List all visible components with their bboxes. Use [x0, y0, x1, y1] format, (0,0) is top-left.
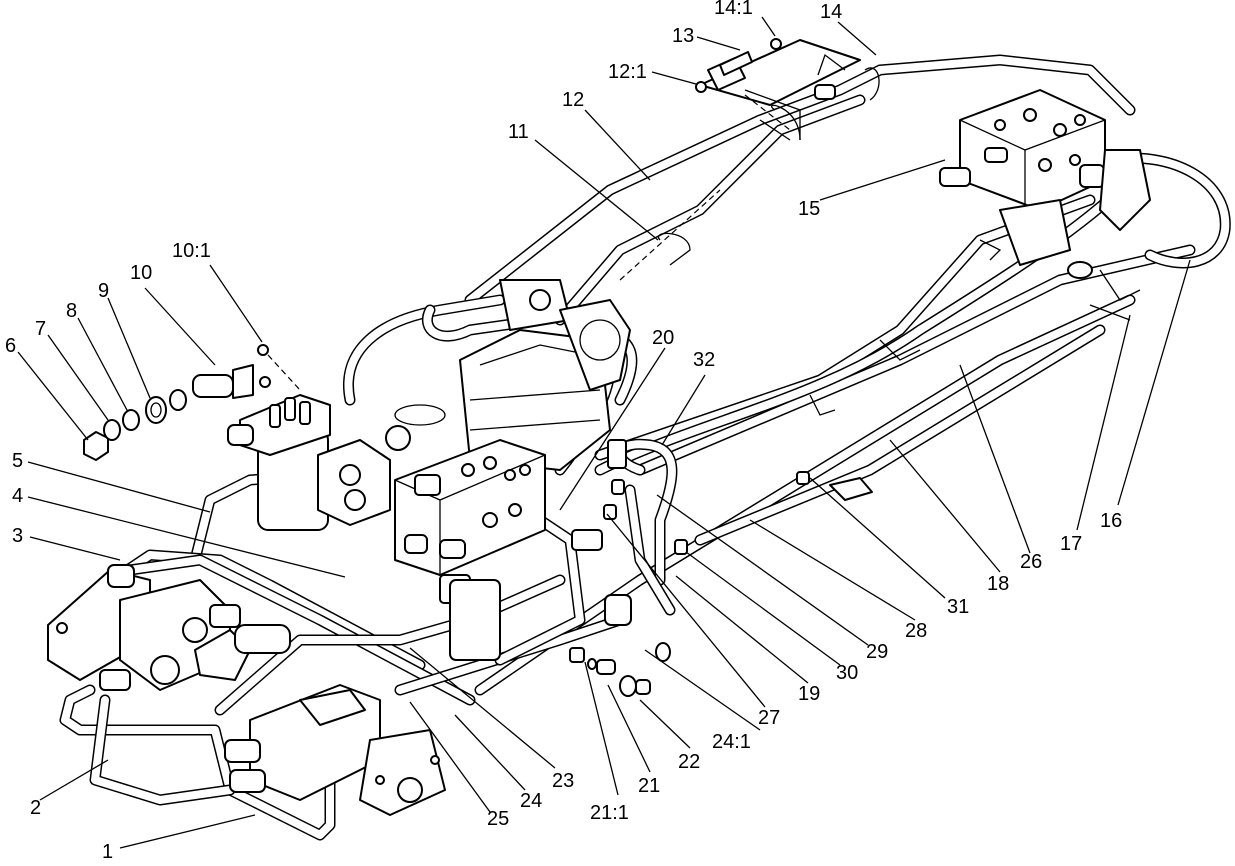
- callout-10-1: 10:1: [172, 240, 211, 262]
- tube-runs: [59, 54, 1231, 841]
- callout-22: 22: [678, 751, 700, 773]
- exploded-fittings-left: [83, 344, 301, 461]
- callout-11: 11: [508, 121, 529, 143]
- callout-12: 12: [562, 89, 584, 111]
- callout-12-1: 12:1: [608, 61, 647, 83]
- callout-19: 19: [798, 683, 820, 705]
- left-motor: [47, 564, 291, 691]
- callout-21: 21: [638, 775, 660, 797]
- lower-motor: [224, 684, 446, 816]
- callout-29: 29: [866, 641, 888, 663]
- callout-9: 9: [98, 280, 109, 302]
- callout-labels: 1 2 3 4 5 6 7 8 9 10 10:1 11 12 12:1 13 …: [5, 0, 1122, 863]
- callout-30: 30: [836, 662, 858, 684]
- callout-14-1: 14:1: [714, 0, 753, 19]
- callout-18: 18: [987, 573, 1009, 595]
- callout-4: 4: [12, 485, 23, 507]
- callout-7: 7: [35, 318, 46, 340]
- right-valve-block: [939, 89, 1151, 279]
- callout-24: 24: [520, 790, 542, 812]
- callout-10: 10: [130, 262, 152, 284]
- callout-8: 8: [66, 300, 77, 322]
- main-valve-block: [385, 404, 546, 661]
- callout-23: 23: [552, 770, 574, 792]
- inline-fittings: [569, 439, 873, 697]
- callout-27: 27: [758, 707, 780, 729]
- callout-16: 16: [1100, 510, 1122, 532]
- top-valve-bracket: [619, 38, 880, 281]
- callout-5: 5: [12, 450, 23, 472]
- center-pump: [459, 279, 631, 471]
- callout-3: 3: [12, 525, 23, 547]
- callout-28: 28: [905, 620, 927, 642]
- callout-21-1: 21:1: [590, 802, 629, 824]
- callout-17: 17: [1060, 533, 1082, 555]
- callout-6: 6: [5, 335, 16, 357]
- callout-25: 25: [487, 808, 509, 830]
- callout-24-1: 24:1: [712, 731, 751, 753]
- callout-26: 26: [1020, 551, 1042, 573]
- callout-15: 15: [798, 198, 820, 220]
- callout-1: 1: [102, 841, 113, 863]
- filter-assembly: [227, 394, 391, 531]
- clamps: [657, 53, 1141, 416]
- leader-lines: [17, 16, 1191, 849]
- callout-2: 2: [30, 797, 41, 819]
- callout-32: 32: [693, 349, 715, 371]
- callout-20: 20: [652, 327, 674, 349]
- callout-14: 14: [820, 1, 842, 23]
- callout-13: 13: [672, 25, 694, 47]
- callout-31: 31: [947, 596, 969, 618]
